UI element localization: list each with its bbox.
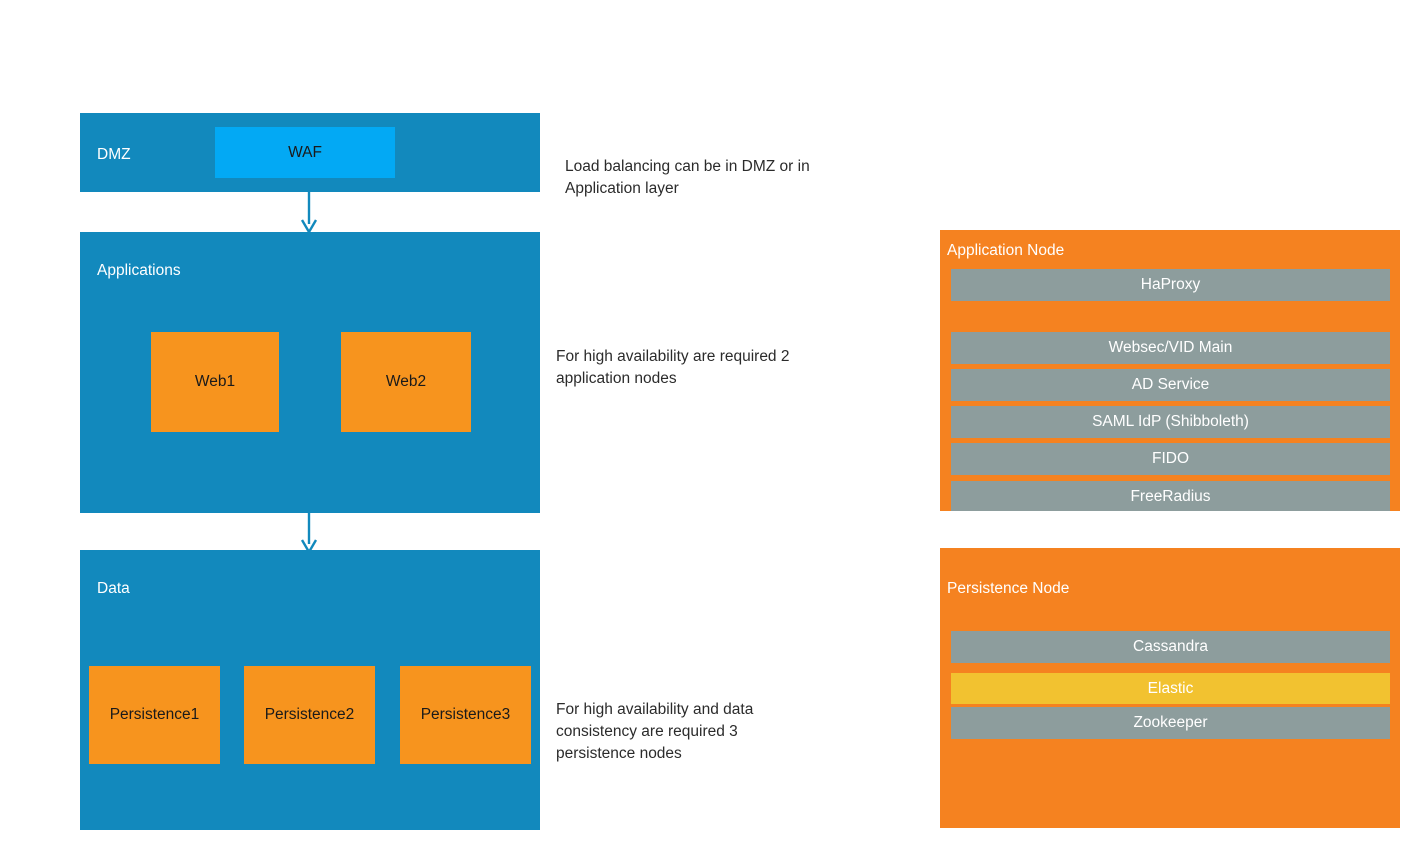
panel-persistence-node-label: Persistence Node	[947, 580, 1070, 597]
service-zookeeper[interactable]: Zookeeper	[951, 707, 1390, 739]
node-persistence1[interactable]: Persistence1	[89, 666, 220, 764]
node-persistence2[interactable]: Persistence2	[244, 666, 375, 764]
annotation-data-note: For high availability and data consisten…	[556, 701, 754, 762]
node-web2[interactable]: Web2	[341, 332, 471, 432]
zone-dmz: DMZ WAF	[80, 113, 540, 192]
annotation-application-note: For high availability are required 2 app…	[556, 348, 790, 387]
node-waf[interactable]: WAF	[215, 127, 395, 178]
annotation-dmz-note: Load balancing can be in DMZ or in Appli…	[565, 158, 810, 197]
service-cassandra[interactable]: Cassandra	[951, 631, 1390, 663]
panel-persistence-node: Persistence Node Cassandra Elastic Zooke…	[940, 548, 1400, 828]
node-web1[interactable]: Web1	[151, 332, 279, 432]
zone-dmz-label: DMZ	[97, 146, 131, 163]
zone-data: Data Persistence1 Persistence2 Persisten…	[80, 550, 540, 830]
service-ad-service[interactable]: AD Service	[951, 369, 1390, 401]
service-saml-idp-shibboleth[interactable]: SAML IdP (Shibboleth)	[951, 406, 1390, 438]
service-websec-vid-main[interactable]: Websec/VID Main	[951, 332, 1390, 364]
panel-application-node-label: Application Node	[947, 242, 1065, 259]
arrow-dmz-to-applications	[297, 192, 321, 235]
panel-application-node: Application Node HaProxy Websec/VID Main…	[940, 230, 1400, 511]
arrow-applications-to-data	[297, 512, 321, 555]
zone-applications-label: Applications	[97, 262, 181, 279]
node-persistence3[interactable]: Persistence3	[400, 666, 531, 764]
service-haproxy[interactable]: HaProxy	[951, 269, 1390, 301]
service-elastic[interactable]: Elastic	[951, 673, 1390, 704]
zone-data-label: Data	[97, 580, 130, 597]
service-fido[interactable]: FIDO	[951, 443, 1390, 475]
zone-applications: Applications Web1 Web2	[80, 232, 540, 513]
service-freeradius[interactable]: FreeRadius	[951, 481, 1390, 511]
